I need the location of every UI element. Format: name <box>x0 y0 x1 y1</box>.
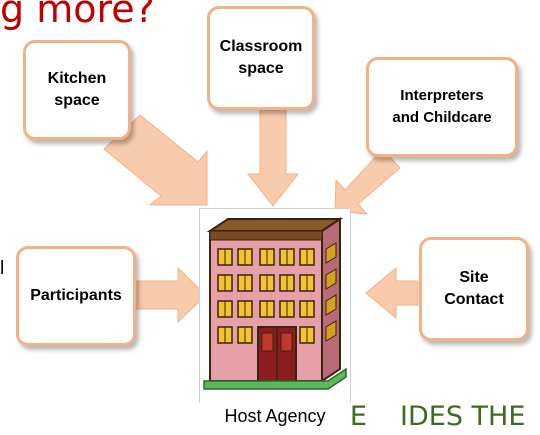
node-site-contact: Site Contact <box>419 237 529 341</box>
host-agency-label: Host Agency <box>199 403 351 435</box>
arrow-site-to-host <box>365 266 419 320</box>
arrow-kitchen-to-host <box>103 114 208 206</box>
node-classroom-label: Classroom space <box>219 38 303 77</box>
banner-text-right: IDES THE <box>400 401 526 432</box>
node-interpreters-label: Interpreters and Childcare <box>392 87 492 126</box>
node-participants: Participants <box>16 246 136 346</box>
arrow-participants-to-host <box>136 266 207 324</box>
node-classroom-space: Classroom space <box>207 6 315 110</box>
node-kitchen-label: Kitchen space <box>47 70 107 109</box>
host-agency-node <box>199 208 351 408</box>
node-interpreters-childcare: Interpreters and Childcare <box>366 57 518 157</box>
building-icon <box>203 217 347 390</box>
clipped-text-fragment: l <box>0 258 5 279</box>
arrow-classroom-to-host <box>246 109 300 207</box>
node-site-label: Site Contact <box>444 269 504 308</box>
node-participants-label: Participants <box>30 287 122 304</box>
slide-title-fragment: g more? <box>0 0 155 31</box>
node-kitchen-space: Kitchen space <box>23 40 131 140</box>
